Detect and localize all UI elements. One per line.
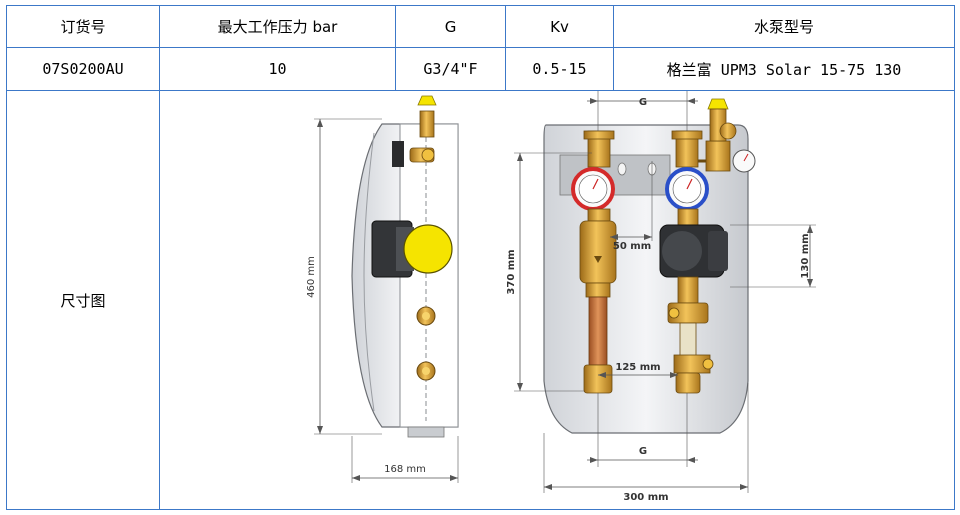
front-height-label: 370 mm (506, 249, 517, 294)
pipe-spacing-label: 125 mm (615, 362, 660, 373)
spec-table: 订货号 最大工作压力 bar G Kv 水泵型号 07S0200AU 10 G3… (6, 5, 955, 510)
top-g-label: G (639, 97, 647, 108)
side-depth-label: 168 mm (384, 464, 426, 475)
header-kv: Kv (505, 5, 614, 48)
cell-pump-model: 格兰富 UPM3 Solar 15-75 130 (613, 47, 955, 91)
front-view: G 50 mm 370 mm (506, 91, 816, 503)
bottom-g-label: G (639, 446, 647, 457)
dimension-drawing: 460 mm 168 mm (306, 91, 816, 503)
header-row: 订货号 最大工作压力 bar G Kv 水泵型号 (6, 5, 955, 48)
pipe-offset-label: 50 mm (613, 241, 651, 252)
pump-height-label: 130 mm (800, 233, 811, 278)
front-width-label: 300 mm (623, 492, 668, 503)
header-order-no: 订货号 (6, 5, 160, 48)
header-max-pressure: 最大工作压力 bar (159, 5, 396, 48)
side-view: 460 mm 168 mm (306, 95, 459, 483)
figure-label: 尺寸图 (6, 90, 160, 510)
header-g: G (395, 5, 506, 48)
value-row: 07S0200AU 10 G3/4"F 0.5-15 格兰富 UPM3 Sola… (6, 47, 955, 91)
cell-kv: 0.5-15 (505, 47, 614, 91)
side-height-label: 460 mm (306, 256, 317, 298)
cell-order-no: 07S0200AU (6, 47, 160, 91)
figure-row: 尺寸图 (6, 90, 955, 510)
cell-max-pressure: 10 (159, 47, 396, 91)
dimension-drawing-cell: 460 mm 168 mm (159, 90, 955, 510)
cell-g: G3/4"F (395, 47, 506, 91)
header-pump-model: 水泵型号 (613, 5, 955, 48)
